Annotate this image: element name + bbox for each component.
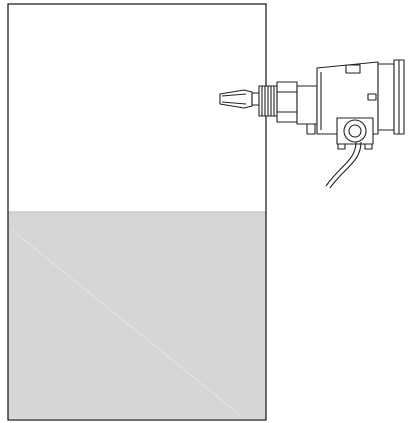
tank	[7, 3, 267, 421]
tuning-fork-probe	[219, 89, 261, 109]
tank-wall	[7, 3, 267, 421]
threaded-process-connection	[258, 85, 278, 117]
liquid-reflection-line	[11, 229, 241, 416]
housing-cover	[377, 59, 405, 135]
housing-neck	[296, 85, 318, 135]
hex-nut	[276, 81, 298, 123]
level-switch	[219, 59, 405, 189]
signal-cable-outline	[329, 141, 362, 189]
signal-cable	[325, 141, 357, 187]
cable-gland	[336, 117, 374, 150]
housing-body	[316, 61, 379, 135]
tank-liquid	[8, 212, 266, 419]
